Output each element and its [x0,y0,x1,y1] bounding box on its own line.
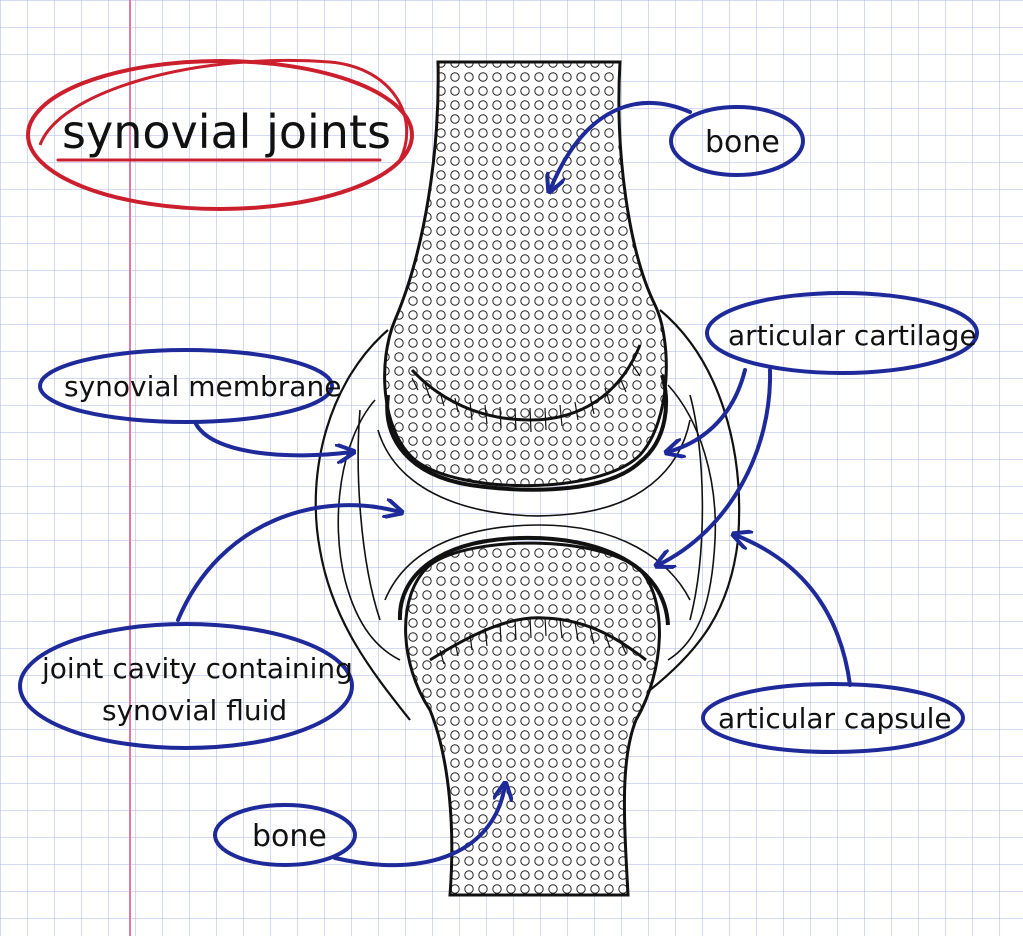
title-bubble [26,59,414,211]
svg-text:articular capsule: articular capsule [718,702,952,735]
articular-cartilage-arrow-2 [658,368,773,565]
joint-cavity [377,419,691,517]
svg-text:articular cartilage: articular cartilage [728,319,977,352]
bone-bottom-bubble [213,803,357,867]
articular-capsule-outline [314,329,411,721]
svg-text:synovial membrane: synovial membrane [64,370,341,403]
label-bone-bottom: bone [213,785,505,868]
synovial-membrane-outline [337,399,401,661]
label-articular-cartilage: articular cartilage [658,291,979,565]
label-articular-capsule: articular capsule [701,535,965,754]
label-joint-cavity: joint cavity containing synovial fluid [18,505,400,750]
articular-cartilage-bubble [705,291,979,375]
svg-text:bone: bone [705,125,780,160]
upper-cartilage-line [385,374,668,492]
synovial-membrane-arrow [193,420,352,455]
svg-text:bone: bone [252,819,327,854]
articular-cartilage-arrow-1 [668,368,747,452]
synovial-membrane-bubble [38,348,334,424]
joint-cavity-bubble [18,622,354,750]
bone-top-bubble [669,105,805,177]
title-text: synovial joints [62,105,391,159]
svg-text:joint cavity containing: joint cavity containing [41,652,353,685]
title-group: synovial joints [26,58,414,211]
lower-cartilage-line [397,535,670,626]
label-synovial-membrane: synovial membrane [38,348,352,455]
articular-capsule-bubble [701,682,965,754]
label-bone-top: bone [550,100,805,190]
bone-top-arrow [550,100,692,190]
lower-bone [404,541,661,897]
articular-capsule-arrow [735,535,852,687]
upper-bone [383,60,668,488]
svg-text:synovial fluid: synovial fluid [102,694,287,727]
joint-cavity-arrow [176,505,400,622]
bone-bottom-arrow [333,785,505,868]
